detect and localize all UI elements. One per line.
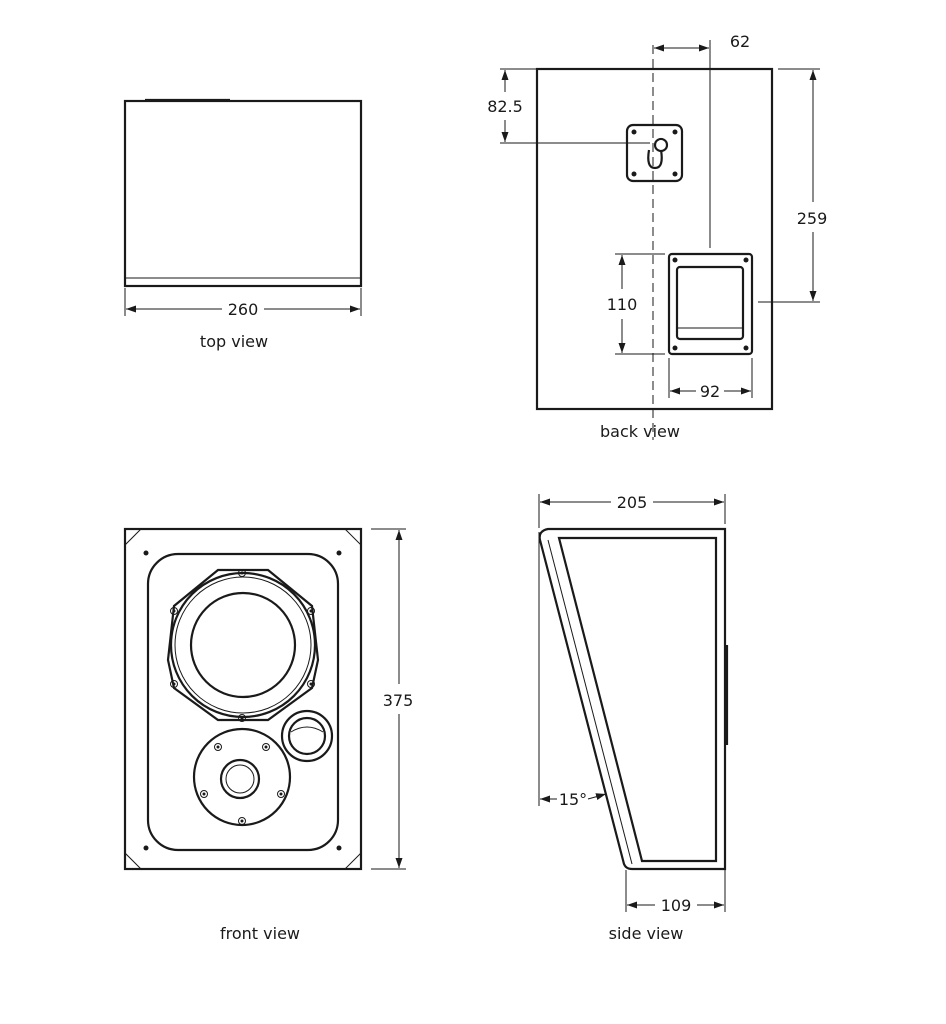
woofer: [166, 568, 320, 722]
front-view-label: front view: [220, 924, 300, 943]
terminal-box-height-dimension: 110: [607, 253, 665, 355]
side-bottom-depth-dimension: 109: [625, 870, 726, 915]
side-top-depth-value: 205: [617, 493, 648, 512]
terminal-box-height-value: 110: [607, 295, 638, 314]
side-angle-value: 15°: [559, 790, 587, 809]
keyhole-height-value: 82.5: [487, 97, 523, 116]
side-angle-dimension: 15°: [538, 532, 607, 809]
front-view-body: [123, 527, 363, 871]
offset-value: 62: [730, 32, 750, 51]
top-width-value: 260: [228, 300, 259, 319]
tweeter: [192, 727, 292, 827]
keyhole-bracket: [625, 123, 684, 183]
side-top-depth-dimension: 205: [538, 493, 726, 528]
bass-port: [280, 709, 334, 763]
front-height-dimension: 375: [371, 528, 414, 870]
side-view: 205 15° 109 side view: [538, 493, 729, 943]
front-baffle: [146, 552, 340, 852]
terminal-height-dimension: 259: [758, 68, 828, 303]
top-view: 260 top view: [123, 98, 363, 351]
keyhole-height-dimension: 82.5: [487, 68, 650, 144]
keyhole-icon: [653, 137, 669, 153]
back-view-label: back view: [600, 422, 680, 441]
top-view-label: top view: [200, 332, 268, 351]
side-view-inner: [557, 536, 718, 863]
terminal-box-width-dimension: 92: [668, 358, 753, 401]
back-view: 62 82.5 259 110: [487, 32, 827, 441]
terminal-box-width-value: 92: [700, 382, 720, 401]
front-view: 375 front view: [123, 527, 414, 943]
terminal-height-value: 259: [797, 209, 828, 228]
front-height-value: 375: [383, 691, 414, 710]
top-view-body: [123, 99, 363, 288]
terminal-plate: [667, 252, 754, 356]
top-width-dimension: 260: [124, 288, 362, 319]
side-bottom-depth-value: 109: [661, 896, 692, 915]
back-view-body: [535, 67, 774, 411]
side-view-body: [538, 527, 727, 871]
offset-dimension: 62: [654, 32, 750, 248]
side-view-label: side view: [609, 924, 684, 943]
